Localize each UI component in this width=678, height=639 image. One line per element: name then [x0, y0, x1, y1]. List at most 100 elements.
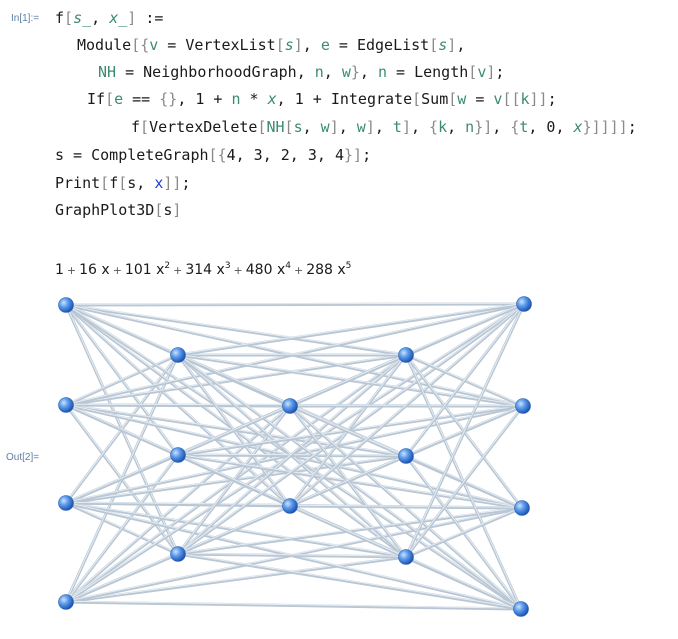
graph-edge-highlight: [405, 506, 523, 557]
code-token: {: [510, 118, 520, 136]
code-token: ,: [374, 118, 393, 136]
code-token: ;: [495, 63, 505, 81]
code-token: =: [158, 36, 186, 54]
code-token: [: [64, 9, 74, 27]
graph-edge: [176, 353, 408, 556]
graph-edge-highlight: [177, 353, 407, 554]
code-token: ,: [447, 118, 466, 136]
code-token: NH: [266, 118, 285, 136]
code-token: ;: [547, 90, 557, 108]
code-line[interactable]: NH = NeighborhoodGraph, n, w}, n = Lengt…: [98, 63, 504, 81]
code-token: ]: [127, 9, 146, 27]
code-token: f: [131, 118, 141, 136]
output-cell-label: Out[2]=: [6, 452, 40, 463]
code-token: s =: [55, 146, 92, 164]
graph-vertex: [513, 601, 529, 617]
graph-vertex: [170, 447, 186, 463]
code-token: ]: [483, 118, 493, 136]
polynomial-term: 480 x4: [245, 261, 291, 278]
graph-edge-highlight: [177, 506, 523, 554]
code-token: }]: [344, 146, 363, 164]
code-token: ;: [181, 174, 191, 192]
graph-edge: [404, 555, 523, 611]
code-token: =: [329, 36, 357, 54]
code-line[interactable]: If[e == {}, 1 + n * x, 1 + Integrate[Sum…: [87, 90, 557, 108]
graph-edge: [404, 302, 526, 357]
polynomial-term: 288 x5: [306, 261, 352, 278]
code-token: [: [140, 118, 150, 136]
code-token: e: [114, 90, 124, 108]
code-line[interactable]: Print[f[s, x]];: [55, 174, 190, 192]
plus-operator: +: [233, 264, 243, 277]
code-token: w: [320, 118, 330, 136]
graph-vertex: [282, 398, 298, 414]
graph-edge-highlight: [177, 302, 525, 355]
code-token: f: [109, 174, 119, 192]
code-token: [{: [131, 36, 150, 54]
graph-edge-highlight: [289, 302, 525, 506]
code-line[interactable]: Module[{v = VertexList[s], e = EdgeList[…: [77, 36, 465, 54]
graph-edge-highlight: [65, 555, 407, 602]
code-token: s: [293, 118, 303, 136]
code-token: t: [392, 118, 402, 136]
code-token: [: [257, 118, 267, 136]
code-token: [: [412, 90, 422, 108]
code-token: s,: [127, 174, 155, 192]
code-token: [: [154, 201, 164, 219]
graph-edge: [64, 302, 526, 307]
graph-edge-highlight: [65, 303, 407, 355]
code-token: ,: [338, 118, 357, 136]
code-token: f: [55, 9, 65, 27]
graph-vertex: [170, 347, 186, 363]
graph-edge: [404, 506, 524, 559]
graph-edge: [176, 302, 526, 357]
plus-operator: +: [293, 264, 304, 277]
graph-vertex: [398, 347, 414, 363]
graph-vertex: [170, 546, 186, 562]
graph-edge-highlight: [405, 302, 525, 355]
code-token: Module: [77, 36, 132, 54]
code-token: =: [116, 63, 144, 81]
polynomial-exponent: 2: [164, 261, 171, 271]
graph-vertex: [398, 549, 414, 565]
code-token: Sum: [421, 90, 449, 108]
code-token: [: [468, 63, 478, 81]
graph-edge: [176, 552, 523, 611]
graph-edge: [288, 302, 526, 508]
code-token: }: [474, 118, 484, 136]
code-token: k: [438, 118, 448, 136]
code-token: =: [387, 63, 415, 81]
code-line[interactable]: f[VertexDelete[NH[s, w], w], t], {k, n}]…: [131, 118, 637, 136]
code-line[interactable]: f[s_, x_] :=: [55, 9, 163, 27]
code-token: ]: [329, 118, 339, 136]
code-token: ,: [410, 118, 430, 136]
polynomial-exponent: 5: [345, 261, 352, 271]
code-token: [: [429, 36, 439, 54]
code-token: [[: [502, 90, 521, 108]
code-token: NeighborhoodGraph: [143, 63, 297, 81]
polynomial-exponent: 4: [285, 261, 291, 271]
code-token: x_: [109, 9, 128, 27]
print-output-polynomial: 1+16 x+101 x2+314 x3+480 x4+288 x5: [55, 261, 351, 278]
code-token: , 1 +: [177, 90, 232, 108]
code-token: w: [457, 90, 467, 108]
code-token: 4, 3, 2, 3, 4: [226, 146, 344, 164]
graph-edge: [64, 353, 180, 407]
graph-edge-highlight: [65, 353, 179, 405]
graph-vertex: [58, 495, 74, 511]
code-line[interactable]: s = CompleteGraph[{4, 3, 2, 3, 4}];: [55, 146, 371, 164]
code-token: s: [438, 36, 448, 54]
code-token: x: [573, 118, 583, 136]
code-token: }: [350, 63, 360, 81]
graph-vertex: [58, 297, 74, 313]
code-token: n: [465, 118, 475, 136]
code-token: t: [519, 118, 529, 136]
code-token: s: [163, 201, 173, 219]
graph-edge: [64, 303, 408, 357]
graph-vertex: [398, 448, 414, 464]
polynomial-term: 1: [55, 262, 64, 278]
code-line[interactable]: GraphPlot3D[s]: [55, 201, 181, 219]
code-token: [: [105, 90, 115, 108]
code-token: ]: [486, 63, 496, 81]
